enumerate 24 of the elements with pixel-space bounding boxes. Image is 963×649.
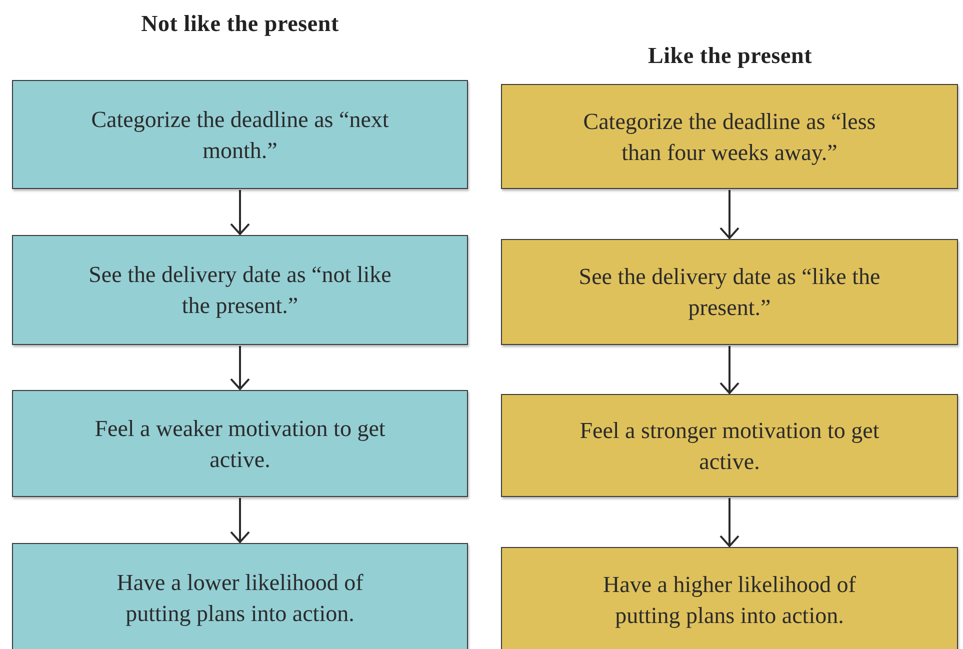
step-text: Have a lower likelihood of putting plans into action.: [116, 569, 364, 628]
step-box: [12, 235, 468, 345]
arrow: [230, 346, 250, 390]
arrow: [230, 190, 250, 235]
column-heading: Not like the present: [140, 10, 340, 38]
step-box: [12, 80, 468, 189]
step-box: [501, 84, 958, 189]
step-box: [501, 547, 958, 649]
step-text: Feel a stronger motivation to get active.: [578, 416, 880, 476]
step-text: Categorize the deadline as “next month.”: [90, 106, 390, 164]
arrow: [720, 190, 740, 239]
step-text: See the delivery date as “not like the present.”: [88, 261, 392, 320]
step-box: [501, 394, 958, 497]
column-heading: Like the present: [646, 42, 814, 70]
arrow: [230, 498, 250, 543]
step-box: [12, 390, 468, 497]
step-text: Have a higher likelihood of putting plans into action.: [602, 571, 857, 630]
arrow: [720, 346, 740, 394]
step-text: Categorize the deadline as “less than four weeks away.”: [582, 108, 877, 167]
step-text: See the delivery date as “like the present.”: [578, 263, 882, 322]
arrow: [720, 498, 740, 547]
step-text: Feel a weaker motivation to get active.: [94, 414, 386, 474]
step-box: [501, 239, 958, 345]
step-box: [12, 543, 468, 649]
